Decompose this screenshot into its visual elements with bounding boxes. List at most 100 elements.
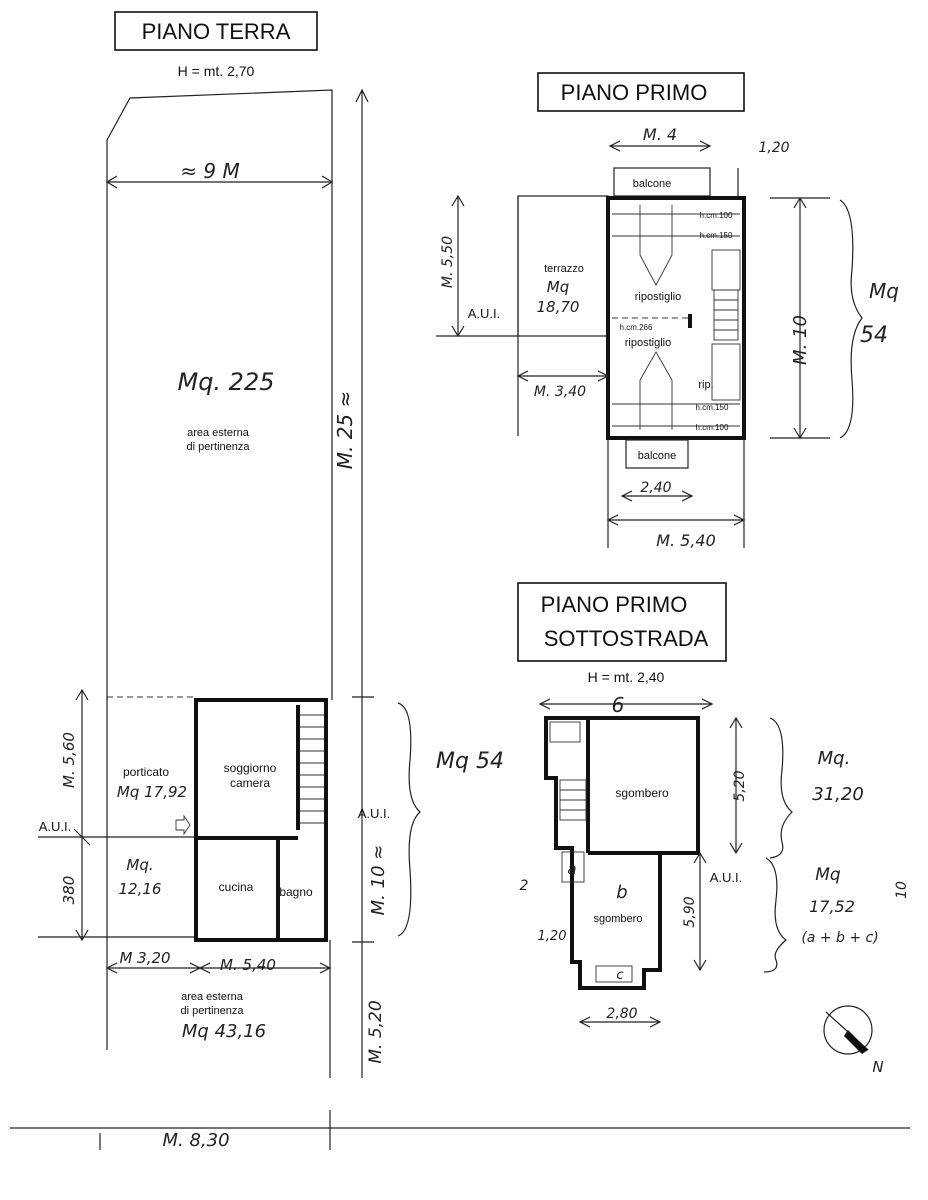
total-width-label: M. 8,30 [162, 1130, 229, 1151]
first-floor-title: PIANO PRIMO [561, 80, 708, 105]
house-area-brace [397, 702, 421, 937]
small-storage-room [711, 343, 741, 401]
roof-skylight-top [639, 205, 673, 286]
dim-340-label: M. 3,40 [534, 384, 586, 400]
living-label-2: camera [230, 776, 270, 790]
basement-room-a [561, 851, 585, 883]
basement-area-top-1: Mq. [818, 748, 851, 769]
basement-area-top-2: 31,20 [812, 784, 864, 805]
basement-area-bottom-3: (a + b + c) [801, 930, 878, 946]
basement-top-brace [769, 717, 793, 859]
storage-top-label: ripostiglio [635, 291, 681, 303]
dim-bottom-left: M 3,20 [119, 949, 170, 967]
dim-240-label: 2,40 [640, 480, 671, 496]
ground-house-area: Mq 54 [436, 749, 504, 774]
entrance-arrow-icon [175, 814, 191, 836]
first-floor-stairs [713, 289, 739, 341]
first-area-1: Mq [869, 279, 899, 303]
roof-skylight-bottom [639, 351, 673, 430]
first-dim-balcony: 1,20 [758, 140, 789, 156]
bath-label: bagno [279, 885, 313, 899]
garden-label-line-2: di pertinenza [187, 441, 251, 453]
h100-top: h.cm.100 [700, 211, 733, 220]
dim-590-label: 5,90 [682, 896, 698, 927]
side-area-line-2: 12,16 [119, 880, 162, 898]
first-aui-label: A.U.I. [468, 306, 501, 321]
basement-title-1: PIANO PRIMO [541, 592, 688, 617]
basement-aui-label: A.U.I. [710, 870, 743, 885]
first-dim-top: M. 4 [643, 125, 677, 144]
dim-bottom-right: M. 5,40 [220, 956, 276, 974]
label-b: b [616, 882, 627, 903]
length-arrow-top [355, 88, 369, 103]
first-area-brace [839, 199, 863, 439]
north-arrow-icon [844, 1030, 868, 1054]
first-length-label: M. 10 [790, 315, 811, 365]
basement-storage-bottom: sgombero [594, 913, 643, 925]
storage-bottom-label: ripostiglio [625, 337, 671, 349]
first-floor-cabinet [711, 249, 741, 291]
basement-area-bottom-2: 17,52 [809, 897, 855, 916]
first-floor-title-box [537, 72, 745, 112]
rip-small-label: rip. [698, 379, 713, 391]
garden-width-label: ≈ 9 M [180, 159, 239, 183]
dim-520-label: 5,20 [732, 770, 748, 801]
ground-floor-house-walls [194, 698, 328, 942]
front-depth-label: M. 5,20 [366, 1000, 386, 1063]
basement-right-edge: 10 [894, 881, 910, 899]
basement-room-c [595, 965, 633, 983]
basement-dim-top: 6 [612, 693, 625, 717]
terrace-area-1: Mq [547, 278, 569, 296]
front-area: Mq 43,16 [182, 1021, 266, 1042]
dim-120: 1,20 [538, 929, 567, 944]
first-area-2: 54 [860, 323, 888, 348]
basement-590-arrows [693, 851, 707, 972]
balcony-top-label: balcone [633, 178, 672, 190]
dim-540-label: M. 5,40 [656, 531, 716, 550]
basement-walls [544, 716, 700, 990]
kitchen-label: cucina [219, 880, 254, 894]
h150-top: h.cm.150 [700, 231, 733, 240]
dim-280-label: 2,80 [606, 1006, 637, 1022]
basement-title-2: SOTTOSTRADA [544, 626, 709, 651]
h266-label: h.cm.266 [620, 323, 653, 332]
first-left-dim: M. 5,50 [440, 236, 456, 288]
basement-520-arrows [729, 716, 743, 855]
living-label-1: soggiorno [224, 761, 277, 775]
north-label: N [872, 1058, 883, 1076]
porch-dim-top: M. 5,60 [60, 732, 78, 788]
balcony-bottom-label: balcone [638, 450, 677, 462]
porch-area: Mq 17,92 [117, 783, 187, 801]
garden-label-line-1: area esterna [187, 427, 250, 439]
north-arrow-circle [823, 1005, 873, 1055]
label-a: a [567, 860, 576, 878]
basement-area-bottom-1: Mq [815, 865, 841, 885]
terrace-label: terrazzo [544, 263, 584, 275]
label-c: c [616, 968, 623, 983]
aui-right-label: A.U.I. [358, 806, 391, 821]
dim-540-arrows [606, 514, 746, 526]
garden-outline [106, 89, 333, 700]
basement-top-dimension-arrows [538, 698, 714, 710]
porch-left-dimension-arrows [73, 688, 91, 942]
dim-340-arrows [516, 370, 610, 382]
label-2: 2 [520, 878, 529, 894]
balcony-bottom [625, 439, 689, 469]
basement-height: H = mt. 2,40 [588, 669, 665, 685]
basement-title-box [517, 582, 727, 662]
front-label-2: di pertinenza [181, 1005, 245, 1017]
ground-floor-title: PIANO TERRA [142, 19, 291, 44]
side-area-line-1: Mq. [126, 856, 153, 874]
h150-bottom: h.cm.150 [696, 403, 729, 412]
porch-label: porticato [123, 765, 169, 779]
ground-floor-height: H = mt. 2,70 [178, 63, 255, 79]
ground-floor-title-box [114, 11, 318, 51]
garden-area: Mq. 225 [177, 368, 274, 396]
basement-280-arrows [578, 1016, 662, 1028]
basement-niche [549, 721, 581, 743]
basement-storage-top: sgombero [615, 786, 669, 800]
aui-left-label: A.U.I. [39, 819, 72, 834]
house-length-label: M. 10 ≈ [368, 845, 389, 916]
